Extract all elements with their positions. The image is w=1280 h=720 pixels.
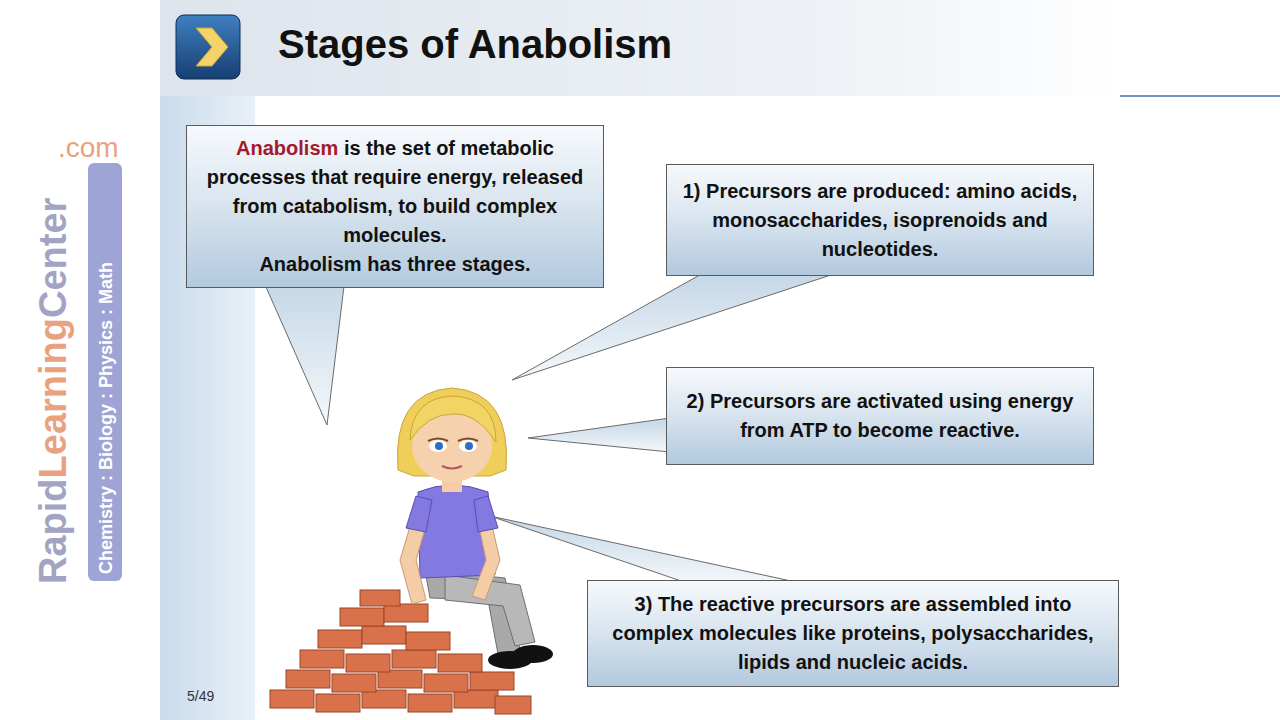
watermark-word: Learning [32,318,74,478]
subject-bar [88,163,122,581]
chevron-mark [196,28,228,66]
bubble-tail [490,516,805,584]
watermark-domain: .com [58,132,119,164]
bubble-text: 1) Precursors are produced: amino acids,… [679,177,1081,264]
watermark-word: Rapid [32,478,74,584]
definition-text: Anabolism has three stages. [199,250,591,279]
bubble-text: 3) The reactive precursors are assembled… [600,590,1106,677]
bubble-tail [262,278,345,425]
bubble-text: Anabolismis the set of metabolic process… [199,134,591,279]
header-rule [1120,95,1280,97]
slide-title: Stages of Anabolism [278,22,672,67]
bubble-tail [528,418,670,452]
watermark-brand: RapidLearningCenter [30,198,76,584]
subject-list: Chemistry : Biology : Physics : Math [94,262,118,574]
bubble-text: 2) Precursors are activated using energy… [679,387,1081,445]
chevron-icon [176,15,240,79]
speech-bubble: 3) The reactive precursors are assembled… [587,580,1119,687]
bubble-tail [512,272,840,380]
speech-bubble: Anabolismis the set of metabolic process… [186,125,604,288]
speech-bubble: 2) Precursors are activated using energy… [666,367,1094,465]
header-band [160,0,1120,96]
speech-bubble: 1) Precursors are produced: amino acids,… [666,164,1094,276]
key-term: Anabolism [236,137,338,159]
slide-number: 5/49 [187,688,214,704]
girl-figure [397,388,553,669]
watermark-word: Center [32,198,74,318]
